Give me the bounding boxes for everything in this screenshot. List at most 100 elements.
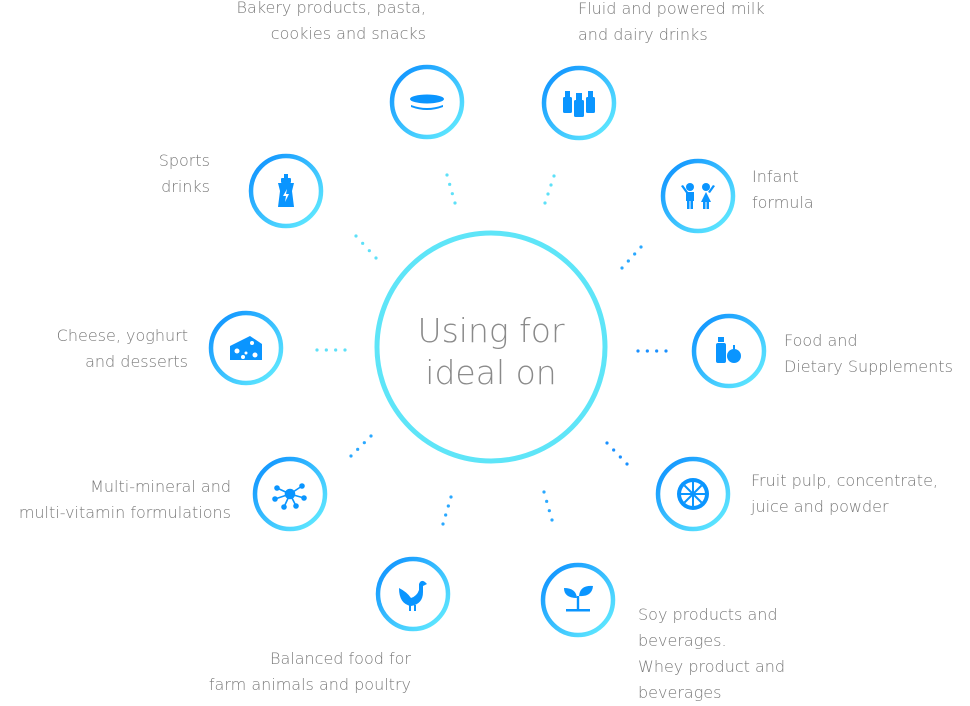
connector-dot [633, 252, 637, 256]
connector-dot [354, 234, 358, 238]
label-line: multi-vitamin formulations [18, 503, 231, 522]
center-title-line2: ideal on [425, 353, 557, 392]
label-line: formula [752, 193, 814, 212]
center-title: Using for ideal on [376, 310, 606, 394]
connector-dot [543, 201, 547, 205]
connector-dot [356, 447, 360, 451]
label-line: Dietary Supplements [784, 357, 953, 376]
category-node [208, 310, 284, 386]
citrus-slice-icon [677, 478, 709, 510]
center-circle [374, 230, 608, 464]
supplement-apple-icon [716, 337, 741, 363]
label-line: beverages [638, 683, 722, 702]
connector-dot [361, 241, 365, 245]
label-supplements: Food and Dietary Supplements [784, 328, 953, 380]
label-soy: Soy products and beverages. Whey product… [638, 602, 785, 706]
label-infant: Infant formula [752, 164, 814, 216]
connector-dot [324, 348, 328, 352]
category-node [248, 153, 324, 229]
label-line: and dairy drinks [578, 25, 708, 44]
connector-dot [664, 349, 668, 353]
connector-dot [448, 182, 452, 186]
connector-dot [636, 349, 640, 353]
label-line: Infant [752, 167, 799, 186]
label-line: Fruit pulp, concentrate, [751, 471, 938, 490]
label-line: Bakery products, pasta, [236, 0, 426, 17]
connector-dot [552, 174, 556, 178]
label-balanced: Balanced food for farm animals and poult… [209, 646, 411, 698]
sports-bottle-icon [278, 174, 294, 207]
category-node [541, 65, 617, 141]
connector-dot [362, 441, 366, 445]
cookie-icon [410, 94, 444, 110]
label-line: Sports [158, 151, 210, 170]
children-icon [681, 183, 715, 209]
connector-dot [349, 454, 353, 458]
connector-dot [449, 495, 453, 499]
connector-dot [605, 441, 609, 445]
connector-dot [625, 462, 629, 466]
connector-dot [445, 173, 449, 177]
label-line: Fluid and powered milk [578, 0, 765, 18]
connector-dot [315, 348, 319, 352]
connector-dot [441, 522, 445, 526]
connector-dot [343, 348, 347, 352]
category-node [691, 313, 767, 389]
label-milk: Fluid and powered milk and dairy drinks [578, 0, 765, 48]
label-fruit: Fruit pulp, concentrate, juice and powde… [751, 468, 938, 520]
category-node [540, 562, 616, 638]
label-line: Cheese, yoghurt [56, 326, 188, 345]
connector-dot [369, 434, 373, 438]
label-line: farm animals and poultry [208, 675, 411, 694]
label-line: Multi-mineral and [90, 477, 231, 496]
rooster-icon [399, 580, 427, 611]
label-line: drinks [161, 177, 210, 196]
connector-dot [446, 504, 450, 508]
connector-dot [546, 192, 550, 196]
label-sports: Sports drinks [159, 148, 210, 200]
label-bakery: Bakery products, pasta, cookies and snac… [237, 0, 426, 47]
label-line: Whey product and [638, 657, 786, 676]
connector-dot [550, 518, 554, 522]
node-ring [691, 313, 767, 389]
label-multimineral: Multi-mineral and multi-vitamin formulat… [19, 474, 231, 526]
center-title-line1: Using for [417, 311, 565, 350]
connector-dot [334, 348, 338, 352]
connector-dot [655, 349, 659, 353]
connector-dot [545, 499, 549, 503]
category-node [375, 556, 451, 632]
label-line: Balanced food for [269, 649, 411, 668]
label-line: juice and powder [751, 497, 889, 516]
category-node [660, 158, 736, 234]
connector-dot [618, 455, 622, 459]
node-ring [375, 556, 451, 632]
node-ring [660, 158, 736, 234]
label-line: and desserts [85, 352, 188, 371]
label-line: cookies and snacks [270, 24, 426, 43]
connector-dot [453, 201, 457, 205]
connector-dots [315, 173, 668, 526]
connector-dot [450, 192, 454, 196]
connector-dot [639, 245, 643, 249]
connector-dot [549, 183, 553, 187]
cheese-icon [230, 336, 262, 360]
connector-dot [542, 490, 546, 494]
sprout-icon [564, 585, 593, 612]
connector-dot [626, 259, 630, 263]
connector-dot [620, 266, 624, 270]
molecule-icon [272, 483, 307, 510]
label-line: beverages. [638, 631, 727, 650]
connector-dot [367, 249, 371, 253]
connector-dot [645, 349, 649, 353]
category-node [389, 64, 465, 140]
label-line: Food and [784, 331, 858, 350]
category-node [655, 456, 731, 532]
milk-bottles-icon [563, 91, 595, 117]
category-node [252, 456, 328, 532]
label-line: Soy products and [638, 605, 778, 624]
connector-dot [547, 509, 551, 513]
connector-dot [374, 256, 378, 260]
connector-dot [612, 448, 616, 452]
connector-dot [444, 513, 448, 517]
